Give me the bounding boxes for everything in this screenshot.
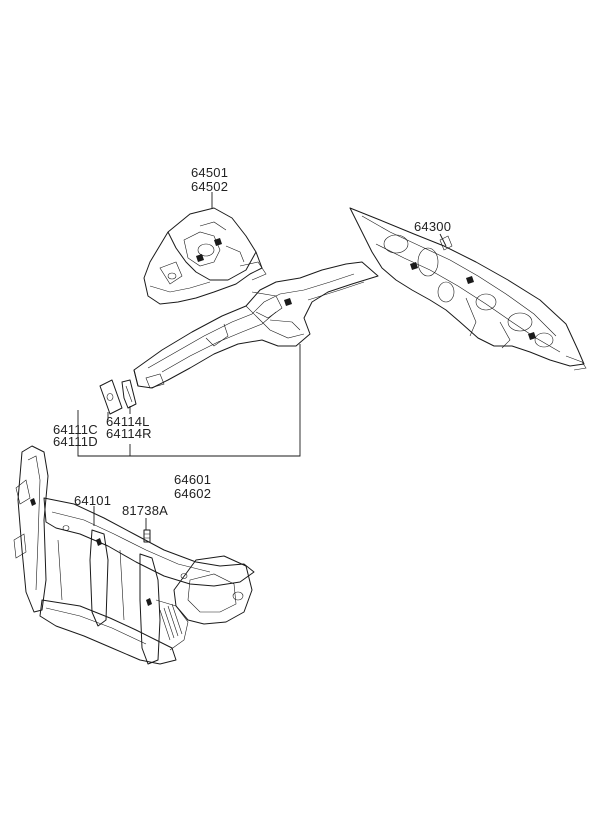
label-64111C: 64111C	[53, 422, 98, 437]
radiator-support[interactable]	[13, 445, 255, 665]
label-81738A: 81738A	[122, 503, 168, 518]
dash-panel[interactable]	[349, 207, 587, 371]
label-64114L: 64114L	[106, 414, 150, 429]
label-64601: 64601	[174, 472, 211, 487]
front-side-member[interactable]	[133, 261, 379, 389]
clip-part[interactable]	[143, 529, 151, 543]
bracket-plate[interactable]	[99, 379, 123, 415]
leader-lines	[77, 344, 301, 457]
wheel-house-panel[interactable]	[143, 207, 267, 305]
label-64114R: 64114R	[106, 426, 152, 441]
member-bracket[interactable]	[121, 379, 137, 409]
label-64101: 64101	[74, 493, 111, 508]
label-64502: 64502	[191, 179, 228, 194]
label-64300: 64300	[414, 219, 451, 234]
label-64501: 64501	[191, 165, 228, 180]
label-64602: 64602	[174, 486, 211, 501]
label-64111D: 64111D	[53, 434, 98, 449]
leader-64300	[439, 233, 447, 247]
